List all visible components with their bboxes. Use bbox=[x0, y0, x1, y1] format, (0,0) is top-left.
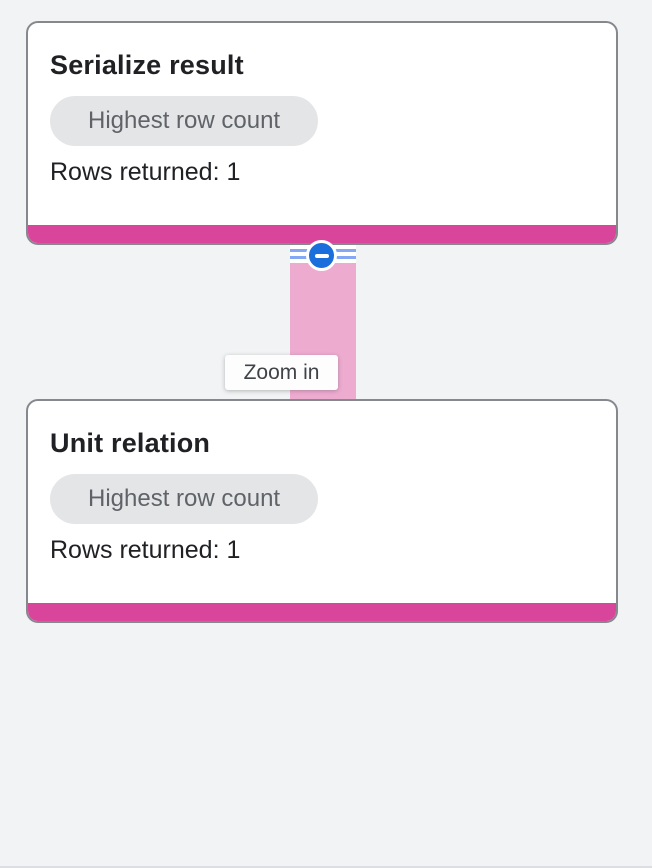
stage-title: Unit relation bbox=[50, 428, 211, 458]
highest-row-count-badge: Highest row count bbox=[50, 474, 319, 524]
stage-accent-bar bbox=[28, 225, 616, 243]
panel-bottom-divider bbox=[0, 866, 652, 868]
stage-card-content: Unit relation Highest row count Rows ret… bbox=[28, 401, 616, 565]
zoom-in-tooltip: Zoom in bbox=[225, 355, 338, 390]
stage-card-content: Serialize result Highest row count Rows … bbox=[28, 23, 616, 187]
stage-title: Serialize result bbox=[50, 50, 244, 80]
collapse-edge-button[interactable] bbox=[306, 240, 337, 271]
stage-accent-bar bbox=[28, 603, 616, 621]
stage-card-unit-relation[interactable]: Unit relation Highest row count Rows ret… bbox=[26, 399, 618, 623]
rows-returned-label: Rows returned: 1 bbox=[50, 158, 241, 186]
rows-returned-label: Rows returned: 1 bbox=[50, 536, 241, 564]
minus-circle-icon bbox=[314, 253, 329, 258]
highest-row-count-badge: Highest row count bbox=[50, 96, 319, 146]
stage-card-serialize-result[interactable]: Serialize result Highest row count Rows … bbox=[26, 21, 618, 245]
